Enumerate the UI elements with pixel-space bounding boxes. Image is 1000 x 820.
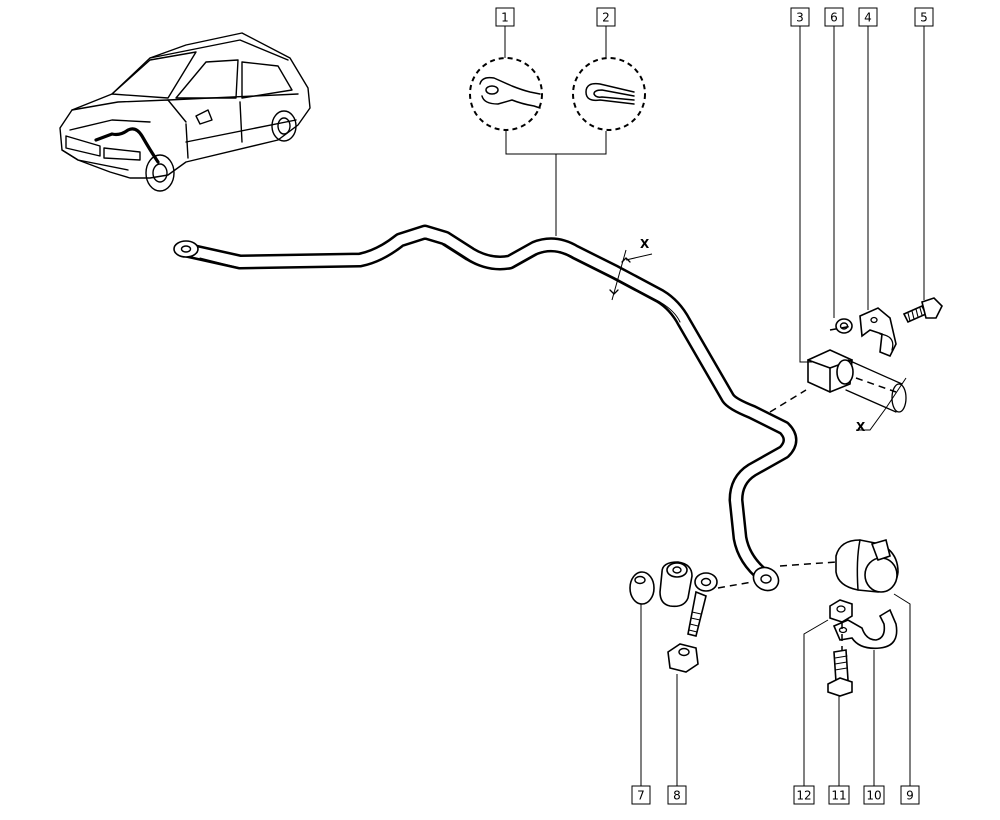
bracket-mount-guide xyxy=(769,325,853,413)
callout-2-label: 2 xyxy=(602,11,610,25)
link-rod xyxy=(687,590,707,637)
link-guide xyxy=(717,581,753,589)
dimension-x-label-lower: X xyxy=(856,420,866,434)
callout-1-label: 1 xyxy=(501,11,509,25)
callout-5-label: 5 xyxy=(920,11,928,25)
car-icon xyxy=(59,32,311,192)
bush-part-7 xyxy=(629,571,655,605)
callout-3-label: 3 xyxy=(796,11,804,25)
bush-part-9 xyxy=(835,539,899,593)
callout-7-label: 7 xyxy=(637,789,645,803)
callout-6: 6 xyxy=(824,7,844,27)
callout-12: 12 xyxy=(793,785,815,805)
bush-upper-link xyxy=(659,561,693,608)
bolt-part-5 xyxy=(902,297,943,324)
anti-roll-bar xyxy=(173,224,798,592)
bush-3-bore-guide: X xyxy=(845,359,907,434)
callout-11: 11 xyxy=(828,785,850,805)
callout-7: 7 xyxy=(631,785,651,805)
nut-part-6 xyxy=(835,318,853,334)
callout-12-label: 12 xyxy=(796,789,811,803)
callout-2: 2 xyxy=(596,7,616,27)
callout-8: 8 xyxy=(667,785,687,805)
callout-6-label: 6 xyxy=(830,11,838,25)
callout-10: 10 xyxy=(863,785,885,805)
detail-circle-2 xyxy=(572,57,646,131)
bolt-part-11 xyxy=(827,649,853,697)
bush-part-3 xyxy=(807,349,854,393)
dimension-x-upper: X xyxy=(609,237,653,301)
washer-link xyxy=(694,572,718,592)
callout-9-label: 9 xyxy=(906,789,914,803)
callout-11-label: 11 xyxy=(831,789,846,803)
callout-9: 9 xyxy=(900,785,920,805)
dimension-x-label-upper: X xyxy=(640,237,650,251)
detail-leader-bracket xyxy=(505,131,607,236)
leader-lines xyxy=(504,26,925,786)
bracket-part-4 xyxy=(859,307,897,358)
callout-4: 4 xyxy=(858,7,878,27)
nut-part-12 xyxy=(829,599,853,623)
callout-10-label: 10 xyxy=(866,789,881,803)
callout-3: 3 xyxy=(790,7,810,27)
callout-8-label: 8 xyxy=(673,789,681,803)
clamp-part-10 xyxy=(832,608,898,650)
detail-circle-1 xyxy=(469,57,543,131)
nut-part-8 xyxy=(667,643,699,673)
callout-1: 1 xyxy=(495,7,515,27)
callout-5: 5 xyxy=(914,7,934,27)
bush-9-guide xyxy=(779,561,837,567)
callout-4-label: 4 xyxy=(864,11,872,25)
